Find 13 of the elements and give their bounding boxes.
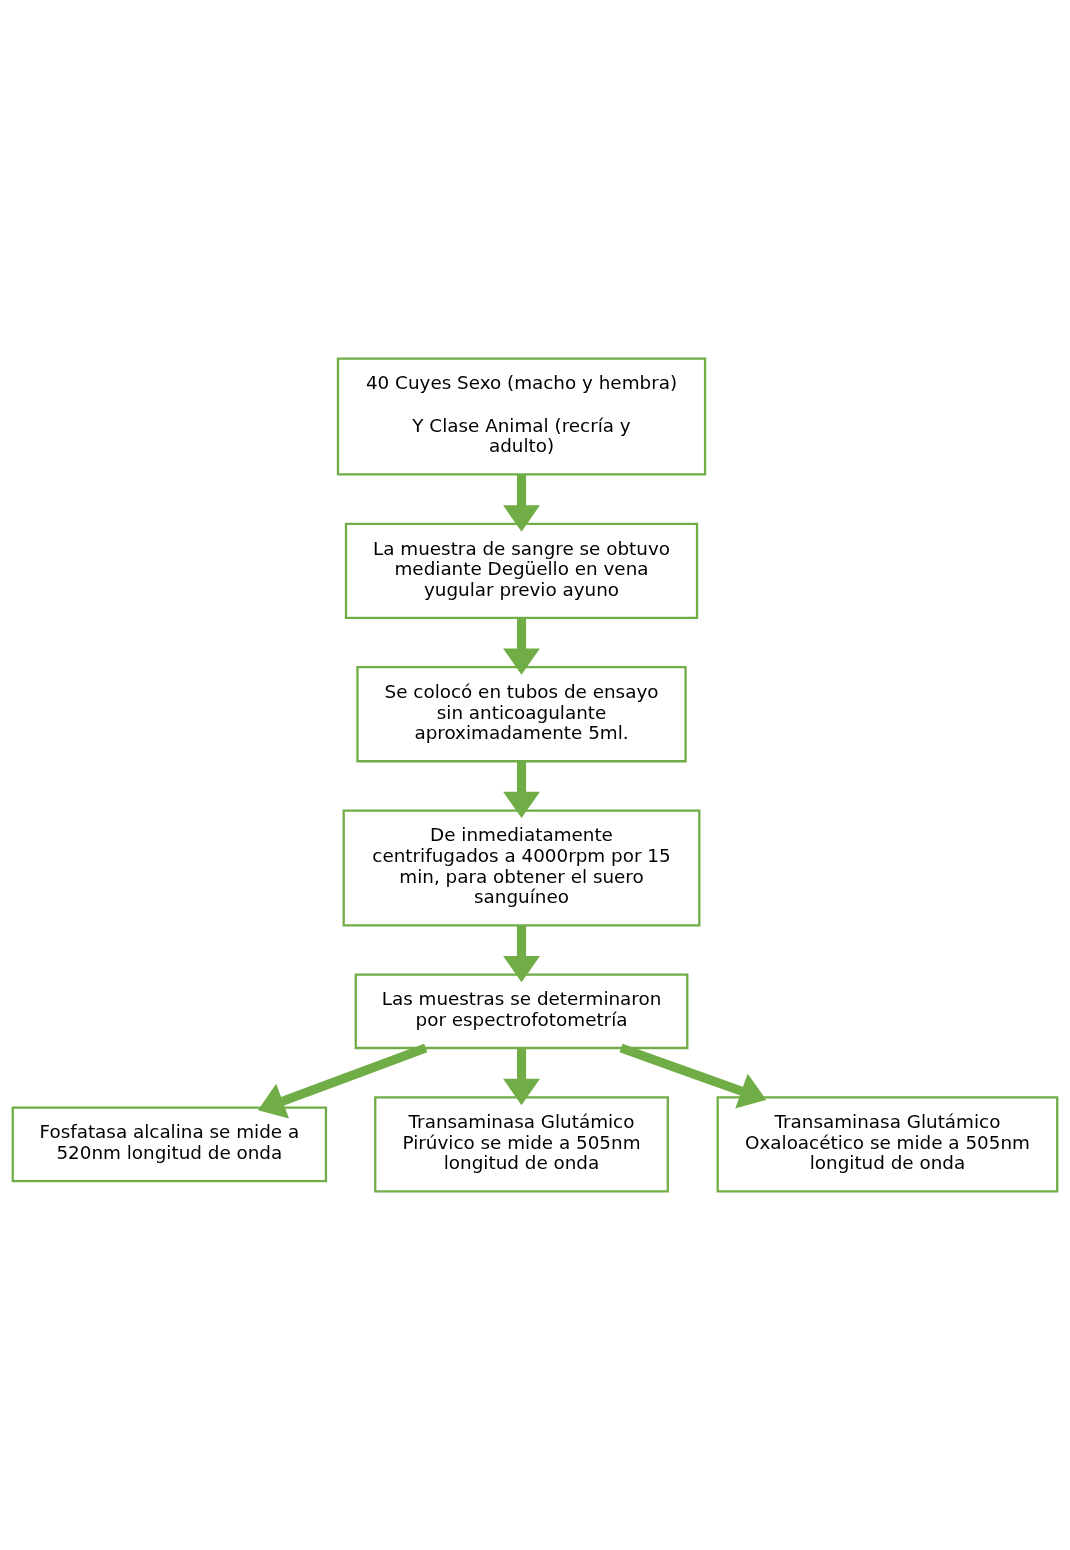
node-box: Se colocó en tubos de ensayo sin anticoagulante aproximadamente 5ml. [356,666,687,763]
arrow [503,474,540,532]
arrow [503,761,540,819]
node-box: Fosfatasa alcalina se mide a 520nm longitud de onda [11,1106,328,1183]
node-box: Transaminasa Glutámico Pirúvico se mide a 505nm longitud de onda [374,1096,669,1193]
arrow [503,1048,540,1106]
node-box: 40 Cuyes Sexo (macho y hembra) Y Clase Animal (recría y adulto) [336,357,707,476]
node-box: Transaminasa Glutámico Oxaloacético se mide a 505nm longitud de onda [716,1096,1059,1193]
arrow [503,925,540,983]
node-box: De inmediatamente centrifugados a 4000rpm por 15 min, para obtener el suero sanguíneo [342,809,701,927]
arrow [503,618,540,675]
node-box: La muestra de sangre se obtuvo mediante Degüello en vena yugular previo ayuno [344,522,699,619]
node-box: Las muestras se determinaron por espectrofotometría [354,973,689,1050]
